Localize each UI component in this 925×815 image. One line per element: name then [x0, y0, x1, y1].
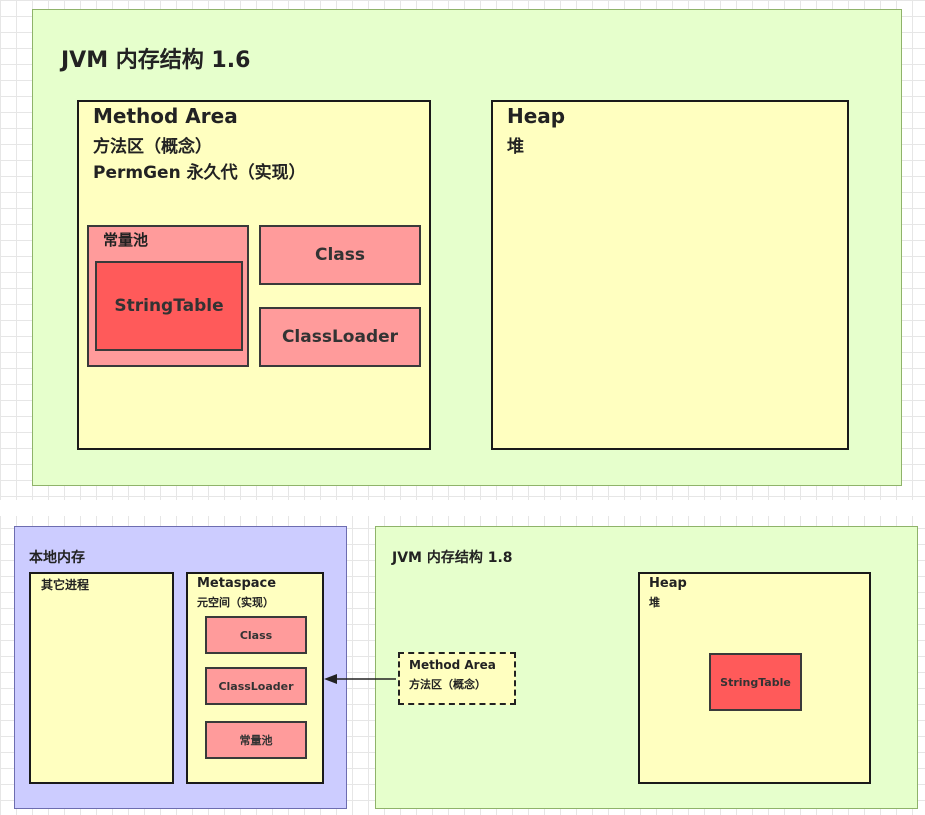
- jvm16-title: JVM 内存结构 1.6: [61, 42, 250, 74]
- jvm18-title: JVM 内存结构 1.8: [392, 547, 513, 567]
- native-memory-title: 本地内存: [29, 547, 85, 567]
- heap-18-subtitle: 堆: [649, 594, 660, 610]
- classloader-box-16: ClassLoader: [259, 307, 421, 367]
- heap-16-subtitle: 堆: [507, 132, 524, 157]
- jvm16-container: JVM 内存结构 1.6 Method Area 方法区（概念） PermGen…: [32, 9, 902, 486]
- metaspace-title: Metaspace: [197, 576, 276, 591]
- metaspace-class: Class: [205, 616, 307, 654]
- metaspace-classloader: ClassLoader: [205, 667, 307, 705]
- heap-18-title: Heap: [649, 576, 687, 591]
- jvm18-container: JVM 内存结构 1.8 Method Area 方法区（概念） Heap 堆 …: [375, 526, 918, 809]
- metaspace-subtitle: 元空间（实现）: [197, 594, 274, 610]
- class-box-16: Class: [259, 225, 421, 285]
- method-area-16-title: Method Area: [93, 104, 238, 128]
- other-processes: 其它进程: [29, 572, 174, 784]
- string-table-16: StringTable: [95, 261, 243, 351]
- method-area-16-impl: PermGen 永久代（实现）: [93, 158, 306, 183]
- constant-pool-16: 常量池 StringTable: [87, 225, 249, 367]
- native-memory-container: 本地内存 其它进程 Metaspace 元空间（实现） Class ClassL…: [14, 526, 347, 809]
- method-area-16-concept: 方法区（概念）: [93, 132, 212, 157]
- heap-18: Heap 堆 StringTable: [638, 572, 871, 784]
- metaspace: Metaspace 元空间（实现） Class ClassLoader 常量池: [186, 572, 324, 784]
- metaspace-constant-pool: 常量池: [205, 721, 307, 759]
- separator: [0, 500, 925, 516]
- other-processes-label: 其它进程: [41, 576, 89, 593]
- heap-16-title: Heap: [507, 104, 565, 128]
- string-table-18: StringTable: [709, 653, 802, 711]
- method-area-18: Method Area 方法区（概念）: [398, 652, 516, 705]
- method-area-16: Method Area 方法区（概念） PermGen 永久代（实现） 常量池 …: [77, 100, 431, 450]
- constant-pool-16-label: 常量池: [103, 229, 148, 250]
- heap-16: Heap 堆: [491, 100, 849, 450]
- method-area-18-title: Method Area: [409, 658, 496, 672]
- method-area-18-subtitle: 方法区（概念）: [409, 676, 486, 692]
